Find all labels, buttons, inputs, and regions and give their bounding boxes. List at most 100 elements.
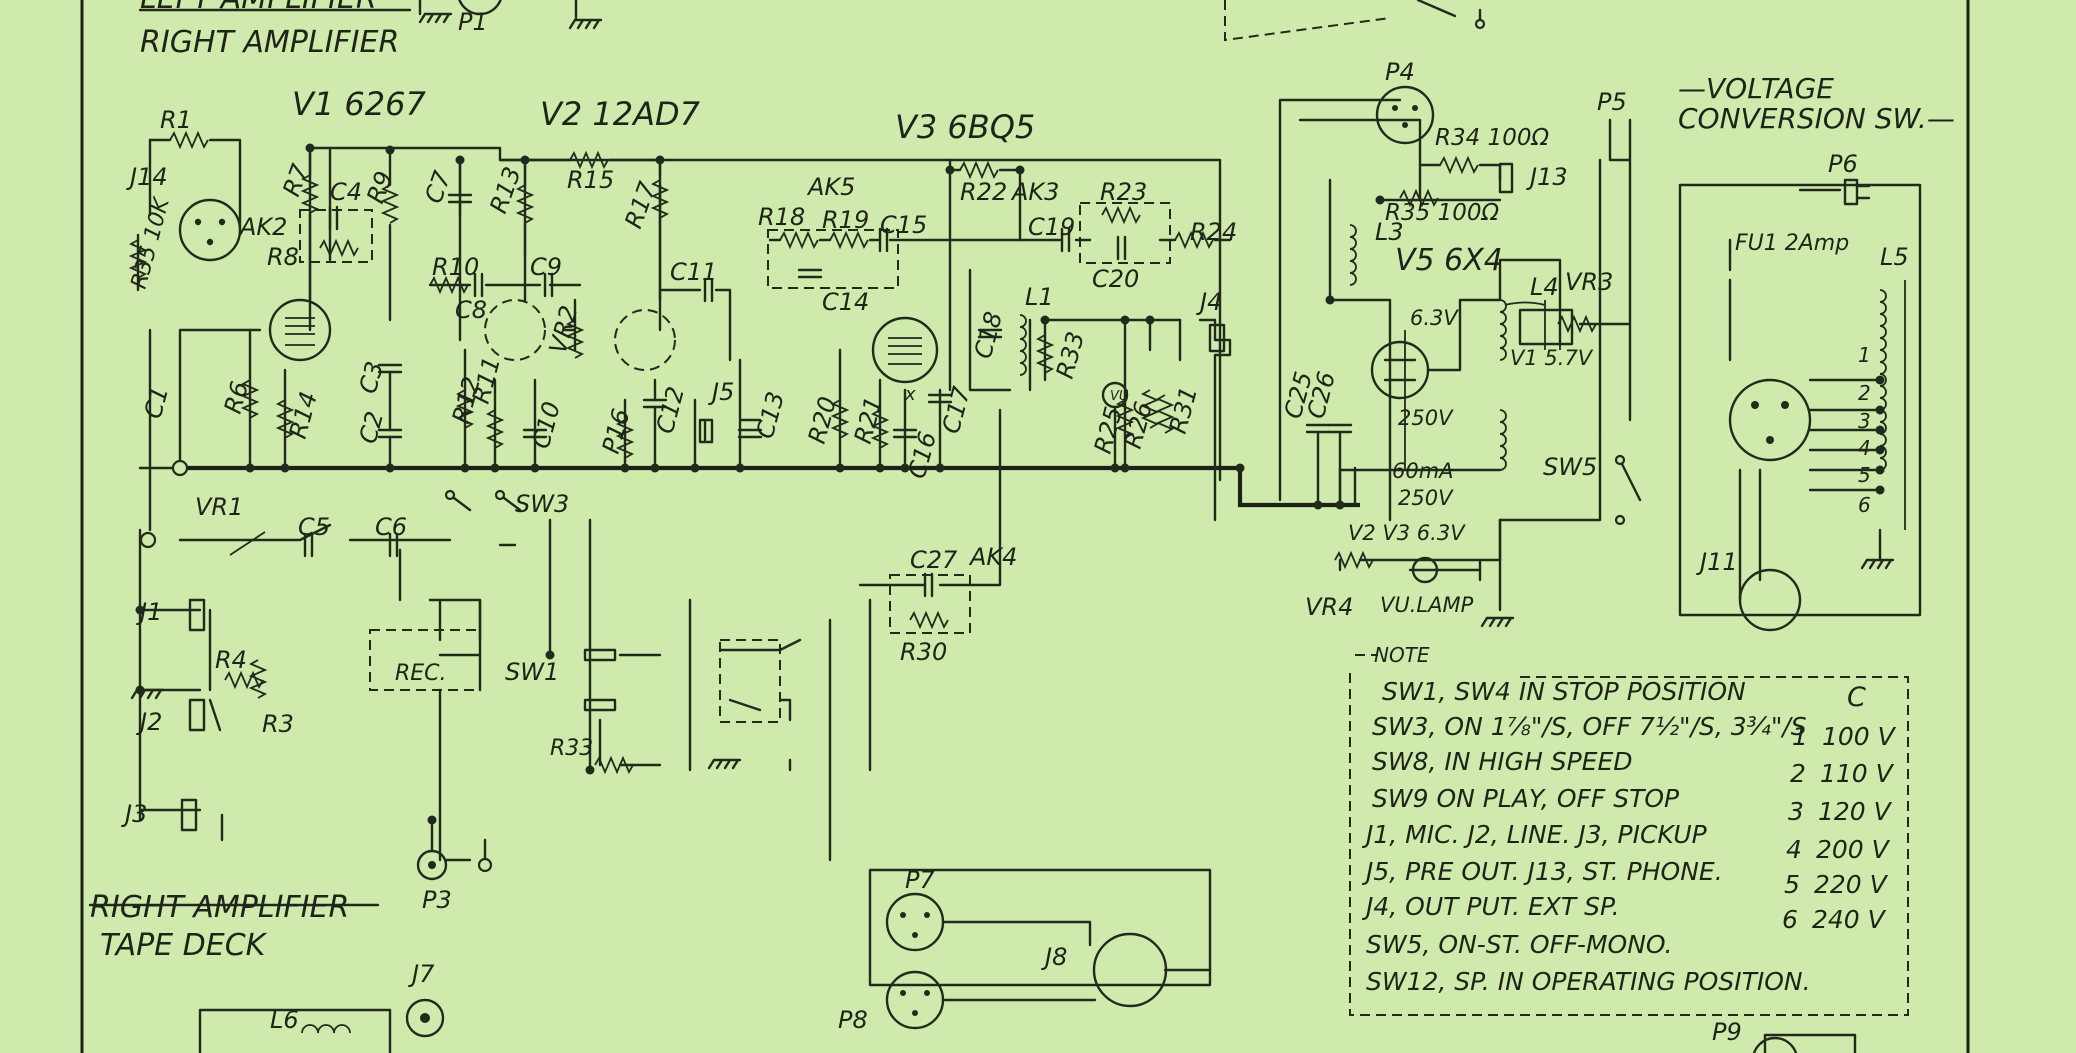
label-r15: R15 bbox=[567, 166, 614, 194]
note-line-5: J1, MIC. J2, LINE. J3, PICKUP bbox=[1361, 820, 1708, 849]
label-p4: P4 bbox=[1385, 58, 1415, 86]
label-j2: J2 bbox=[136, 708, 162, 736]
label-r22: R22 bbox=[960, 178, 1007, 206]
label-r34: R34 100Ω bbox=[1435, 125, 1549, 151]
label-j11: J11 bbox=[1696, 548, 1738, 576]
label-j14: J14 bbox=[126, 163, 168, 191]
voltage-value: 240 V bbox=[1812, 905, 1887, 934]
label-v1-5-7v: V1 5.7V bbox=[1510, 346, 1594, 370]
label-heater: V2 V3 6.3V bbox=[1348, 521, 1466, 545]
label-p8: P8 bbox=[838, 1006, 868, 1034]
label-p1: P1 bbox=[458, 8, 488, 36]
label-r30: R30 bbox=[900, 638, 947, 666]
label-r1: R1 bbox=[160, 106, 192, 134]
label-tap-6: 6 bbox=[1858, 493, 1871, 517]
voltage-tap-number: 1 bbox=[1792, 722, 1808, 751]
voltage-tap-number: 5 bbox=[1784, 870, 1800, 899]
label-j1: J1 bbox=[136, 598, 162, 626]
label-c9: C9 bbox=[530, 253, 562, 281]
note-line-6: J5, PRE OUT. J13, ST. PHONE. bbox=[1361, 857, 1723, 886]
label-p16: P16 bbox=[597, 406, 636, 457]
label-tap-2: 2 bbox=[1858, 381, 1871, 405]
label-r24: R24 bbox=[1190, 218, 1237, 246]
label-rec: REC. bbox=[395, 661, 447, 686]
label-j4: J4 bbox=[1196, 288, 1222, 316]
label-r23: R23 bbox=[1100, 178, 1147, 206]
label-p7: P7 bbox=[905, 866, 935, 894]
note-line-3: SW8, IN HIGH SPEED bbox=[1372, 747, 1633, 776]
label-ak4: AK4 bbox=[968, 543, 1017, 571]
label-ak2: AK2 bbox=[238, 213, 287, 241]
voltage-tap-number: 4 bbox=[1786, 835, 1802, 864]
voltage-value: 120 V bbox=[1818, 797, 1893, 826]
label-p6: P6 bbox=[1828, 150, 1858, 178]
label-6-3v: 6.3V bbox=[1410, 306, 1459, 330]
label-j3: J3 bbox=[121, 800, 147, 828]
label-x-mark: x bbox=[904, 384, 916, 405]
label-ak3: AK3 bbox=[1010, 178, 1059, 206]
title-conversion-sw: CONVERSION SW.— bbox=[1678, 102, 1955, 135]
label-vu-meter: VU bbox=[1110, 389, 1129, 404]
label-c8: C8 bbox=[455, 296, 487, 324]
label-sw5: SW5 bbox=[1543, 453, 1597, 481]
note-lines: SW1, SW4 IN STOP POSITION SW3, ON 1⅞"/S,… bbox=[1361, 677, 1811, 996]
label-c6: C6 bbox=[375, 513, 407, 541]
label-r11: R11 bbox=[467, 354, 506, 407]
label-c1: C1 bbox=[139, 383, 174, 421]
title-tape-deck: TAPE DECK bbox=[100, 928, 268, 963]
label-p5: P5 bbox=[1597, 88, 1627, 116]
note-line-8: SW5, ON-ST. OFF-MONO. bbox=[1366, 930, 1673, 959]
label-vr1: VR1 bbox=[195, 493, 243, 521]
label-r17: R17 bbox=[619, 177, 662, 232]
label-vr2: VR2 bbox=[544, 303, 584, 357]
tube-v2-label: V2 12AD7 bbox=[540, 95, 701, 133]
note-voltage-table: 1 100 V 2 110 V 3 120 V 4 200 V 5 220 V … bbox=[1782, 722, 1897, 934]
label-l5: L5 bbox=[1880, 243, 1909, 271]
voltage-tap-number: 3 bbox=[1788, 797, 1804, 826]
label-250v-a: 250V bbox=[1398, 406, 1454, 430]
voltage-value: 200 V bbox=[1816, 835, 1891, 864]
voltage-tap-number: 6 bbox=[1782, 905, 1798, 934]
label-l4: L4 bbox=[1530, 273, 1559, 301]
label-c4: C4 bbox=[330, 178, 362, 206]
label-250v-b: 250V bbox=[1398, 486, 1454, 510]
label-j7: J7 bbox=[408, 960, 435, 988]
label-sw3: SW3 bbox=[515, 490, 569, 518]
label-r20: R20 bbox=[803, 394, 842, 447]
label-60ma: 60mA bbox=[1392, 459, 1454, 483]
label-c13: C13 bbox=[751, 389, 790, 442]
title-left-amplifier: LEFT AMPLIFIER bbox=[140, 0, 377, 16]
note-line-2: SW3, ON 1⅞"/S, OFF 7½"/S, 3¾"/S bbox=[1372, 712, 1807, 741]
label-r18: R18 bbox=[758, 203, 805, 231]
title-right-amplifier-bottom: RIGHT AMPLIFIER bbox=[90, 890, 349, 925]
label-l1: L1 bbox=[1025, 283, 1054, 311]
tube-v5-label: V5 6X4 bbox=[1395, 243, 1503, 278]
label-j5: J5 bbox=[708, 378, 734, 406]
label-p9: P9 bbox=[1712, 1018, 1742, 1046]
label-vu-lamp: VU.LAMP bbox=[1380, 593, 1474, 617]
label-c11: C11 bbox=[670, 258, 717, 286]
label-vr3: VR3 bbox=[1565, 268, 1613, 296]
tube-v3-label: V3 6BQ5 bbox=[895, 108, 1035, 146]
note-line-7: J4, OUT PUT. EXT SP. bbox=[1361, 892, 1620, 921]
label-j8: J8 bbox=[1041, 943, 1067, 971]
label-c27: C27 bbox=[910, 546, 958, 574]
note-line-4: SW9 ON PLAY, OFF STOP bbox=[1372, 784, 1680, 813]
label-r33-switch: R33 bbox=[550, 736, 593, 761]
note-heading: NOTE bbox=[1374, 643, 1430, 667]
tube-v1-label: V1 6267 bbox=[292, 85, 427, 123]
label-r8: R8 bbox=[267, 243, 299, 271]
label-r3: R3 bbox=[262, 710, 294, 738]
label-c2: C2 bbox=[354, 408, 389, 446]
voltage-value: 220 V bbox=[1814, 870, 1889, 899]
label-c14: C14 bbox=[822, 288, 869, 316]
voltage-tap-number: 2 bbox=[1790, 759, 1806, 788]
label-tap-1: 1 bbox=[1858, 343, 1871, 367]
label-r31: R31 bbox=[1164, 384, 1203, 437]
label-ak5: AK5 bbox=[806, 173, 855, 201]
label-c18: C18 bbox=[969, 309, 1008, 362]
voltage-value: 110 V bbox=[1820, 759, 1895, 788]
label-l6: L6 bbox=[270, 1006, 299, 1034]
